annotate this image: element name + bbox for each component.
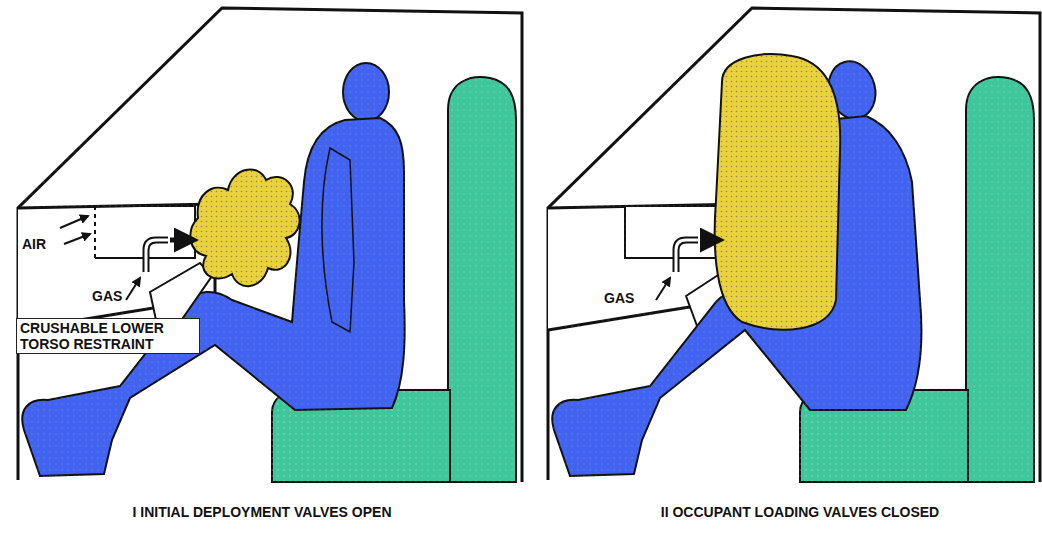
occupant <box>22 118 404 476</box>
seat-back <box>966 77 1034 482</box>
gas-arrow <box>126 278 140 300</box>
air-valve <box>94 206 96 258</box>
part-label: CRUSHABLE LOWER TORSO RESTRAINT <box>16 318 200 354</box>
flow-label: AIR <box>22 236 46 252</box>
flow-label: GAS <box>604 290 634 306</box>
seat-back <box>448 77 516 482</box>
gas-flow-arrow <box>700 238 720 243</box>
panel-caption: II OCCUPANT LOADING VALVES CLOSED <box>661 504 939 520</box>
car-outline <box>18 8 522 482</box>
flow-label: GAS <box>92 288 122 304</box>
panel-caption: I INITIAL DEPLOYMENT VALVES OPEN <box>132 504 391 520</box>
gas-flow-arrow <box>170 238 194 243</box>
panel-one <box>18 8 522 482</box>
car-outline <box>548 8 1040 482</box>
arm <box>322 148 354 332</box>
air-arrow <box>64 234 90 244</box>
air-arrow <box>60 216 88 228</box>
panel-two <box>548 8 1040 482</box>
airbag-loaded <box>715 54 841 330</box>
head <box>343 63 389 121</box>
gas-arrow <box>656 278 670 300</box>
airbag-deploying <box>190 169 299 286</box>
